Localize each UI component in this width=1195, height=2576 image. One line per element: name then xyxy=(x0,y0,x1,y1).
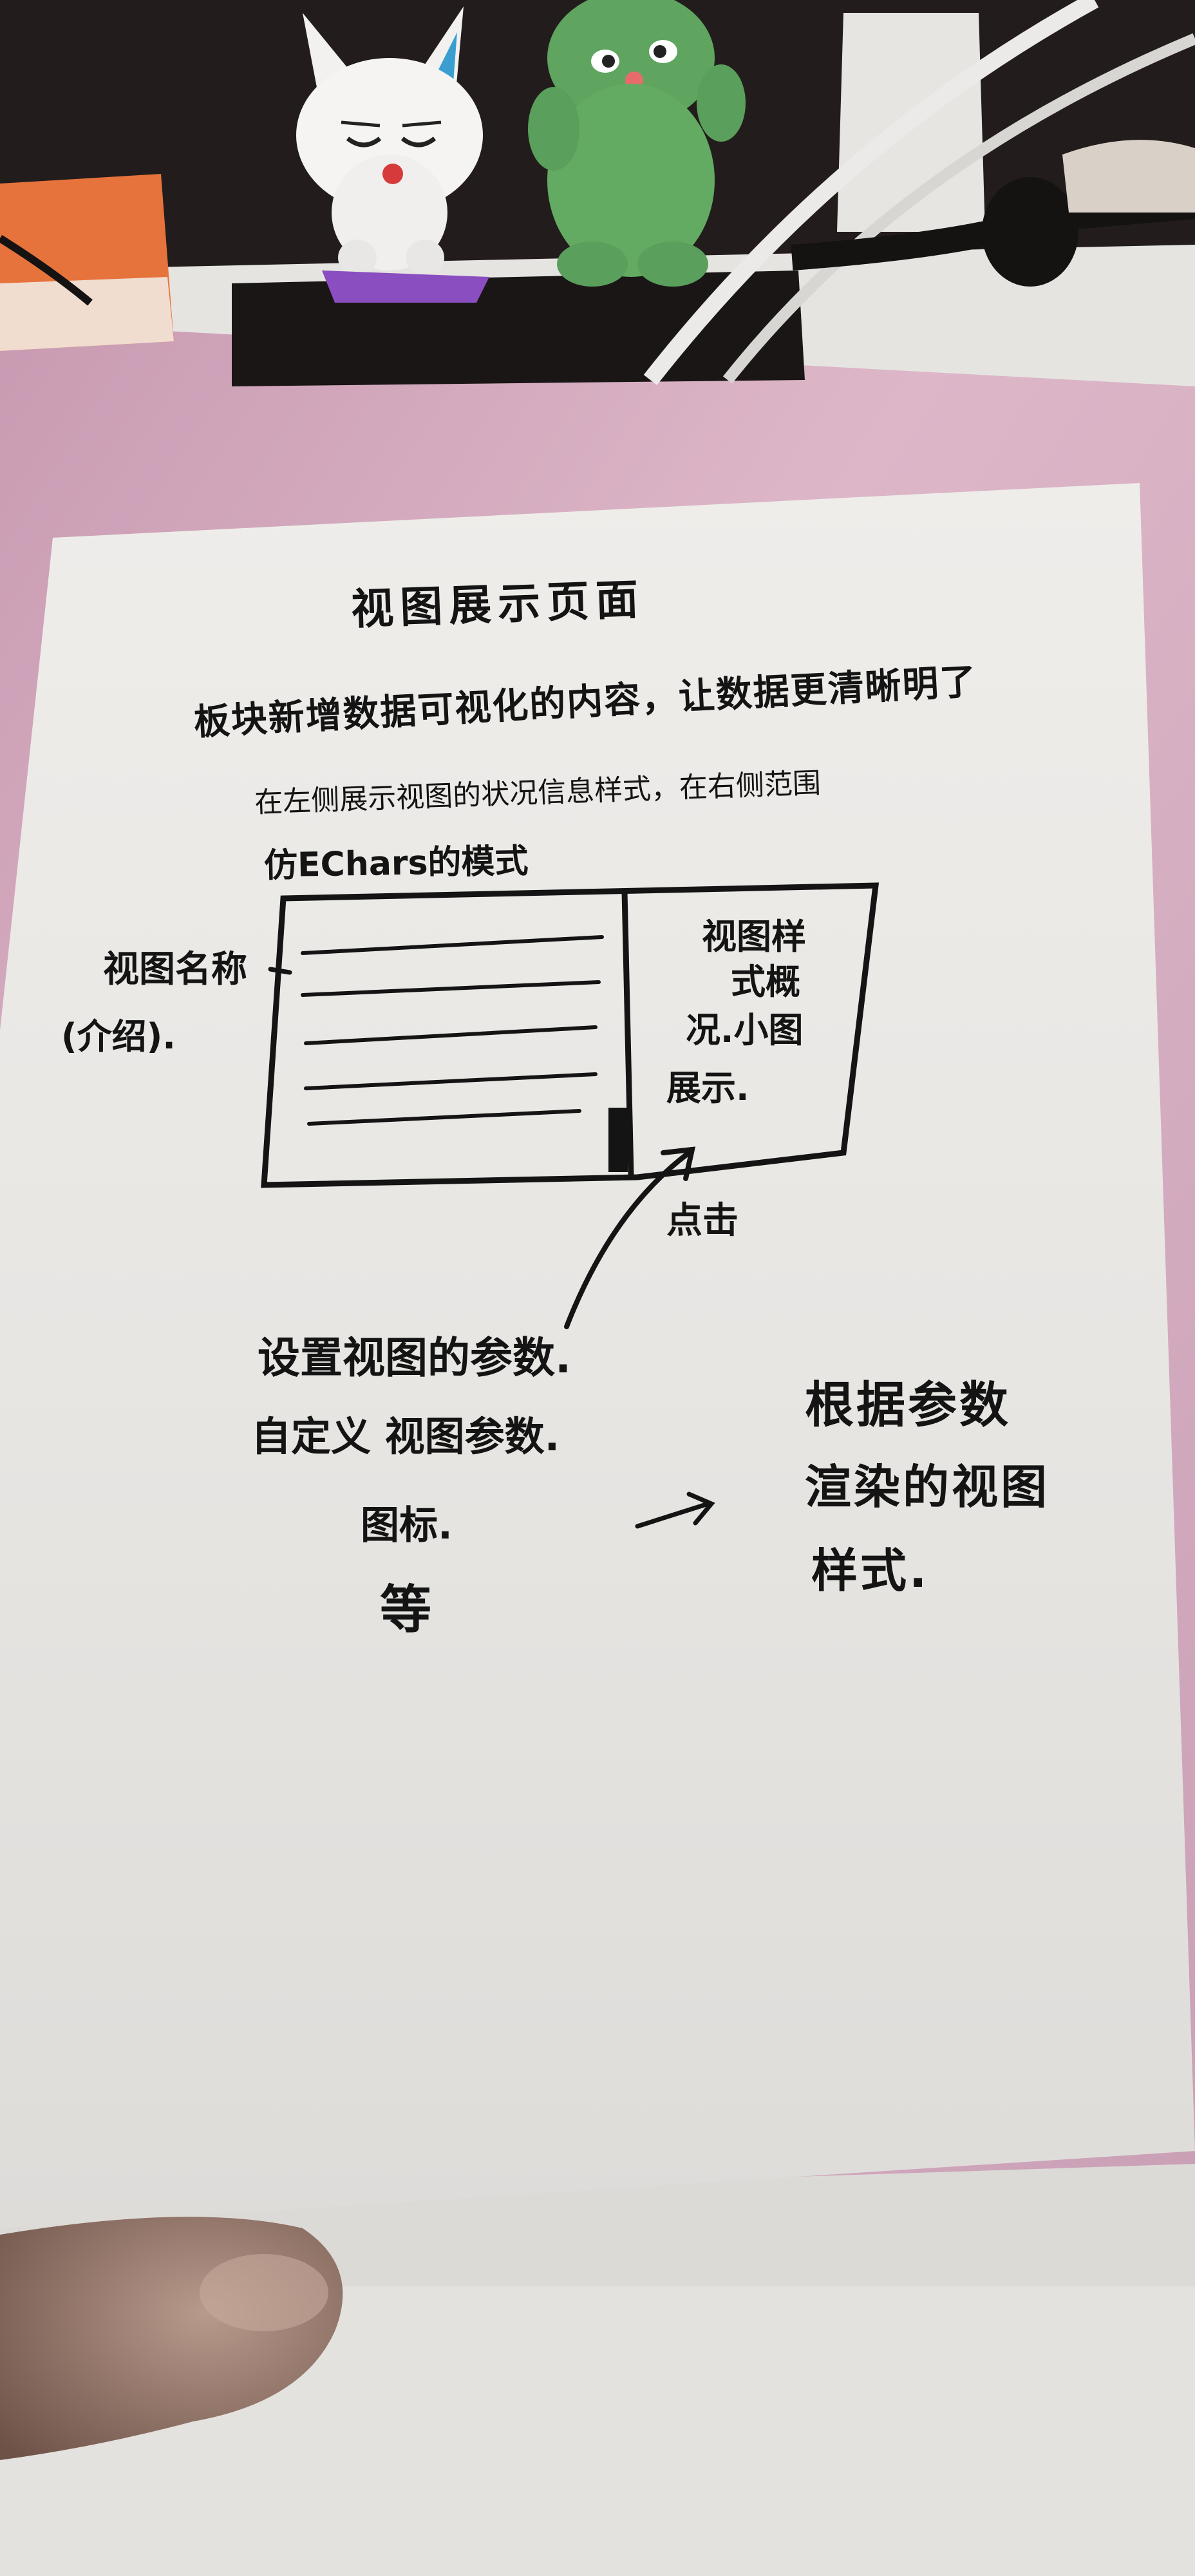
set-params-line-4: 等 xyxy=(380,1580,431,1640)
sketch-arrow-result xyxy=(635,1501,711,1529)
sketch-label-connector xyxy=(268,967,292,975)
sketch-line-2 xyxy=(301,980,601,997)
sketch-arrowhead-result xyxy=(686,1492,715,1526)
set-params-line-3: 图标. xyxy=(361,1503,453,1548)
sketch-arrowhead-click xyxy=(661,1146,696,1181)
page-title: 视图展示页面 xyxy=(350,574,646,634)
black-cable-left xyxy=(0,234,93,306)
sketch-line-1 xyxy=(301,935,604,955)
left-label-name: 视图名称 xyxy=(103,949,247,990)
green-figurine xyxy=(528,0,746,287)
echarts-note: 仿EChars的模式 xyxy=(263,842,529,886)
white-cable-2 xyxy=(722,33,1195,384)
set-params-line-1: 设置视图的参数. xyxy=(258,1333,572,1383)
result-line-2: 渲染的视图 xyxy=(805,1460,1050,1514)
fingernail xyxy=(200,2254,328,2331)
sketch-shading xyxy=(608,1108,628,1172)
sketch-diagram xyxy=(261,882,880,1529)
glass-object xyxy=(1062,140,1195,213)
panel-text-1: 视图样 xyxy=(702,916,806,957)
sketch-frame xyxy=(261,882,880,1188)
click-label: 点击 xyxy=(666,1200,739,1242)
paper-sheet xyxy=(0,483,1195,2228)
fox-figurine xyxy=(296,6,489,303)
sketch-line-3 xyxy=(304,1025,598,1045)
sketch-line-4 xyxy=(304,1072,598,1090)
panel-text-4: 展示. xyxy=(666,1068,749,1108)
power-plug xyxy=(982,177,1078,287)
orange-object-base xyxy=(0,277,174,351)
sketch-divider xyxy=(621,889,634,1179)
sketch-arrow-click xyxy=(564,1150,692,1329)
sketch-line-5 xyxy=(307,1109,581,1126)
set-params-line-2: 自定义 视图参数. xyxy=(251,1413,560,1460)
result-line-3: 样式. xyxy=(811,1544,930,1598)
left-label-intro: (介绍). xyxy=(61,1016,176,1057)
white-cable xyxy=(643,0,1099,386)
panel-text-2: 式概 xyxy=(731,961,800,1002)
result-line-1: 根据参数 xyxy=(805,1376,1011,1434)
panel-text-3: 况.小图 xyxy=(686,1010,804,1050)
